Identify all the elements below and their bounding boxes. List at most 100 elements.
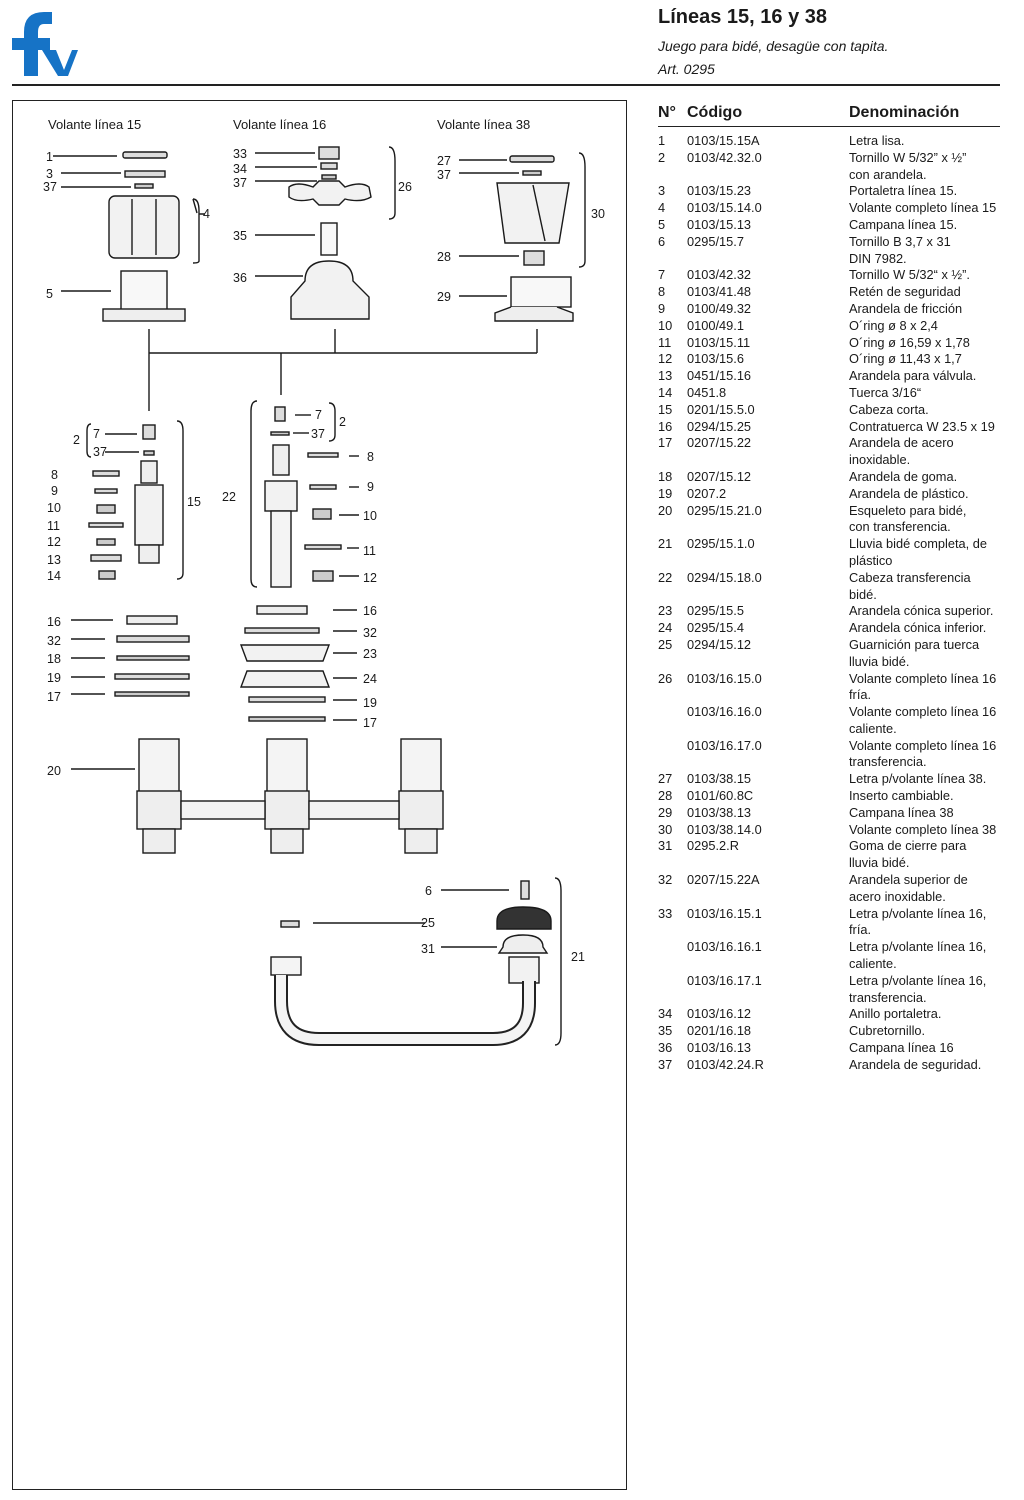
part-number: 6 [658, 233, 666, 249]
part-number: 37 [658, 1056, 673, 1072]
part-description: Volante completo línea 15 [849, 200, 997, 216]
part-description: Letra p/volante línea 16, transferencia. [849, 972, 987, 1005]
svg-text:10: 10 [47, 501, 61, 515]
part-number: 14 [658, 384, 673, 400]
svg-text:32: 32 [47, 634, 61, 648]
svg-text:37: 37 [43, 180, 57, 194]
part-code: 0451.8 [687, 384, 727, 400]
valve-head-15 [86, 420, 184, 580]
svg-text:28: 28 [437, 250, 451, 264]
part-description: Arandela de goma. [849, 468, 958, 484]
part-number: 18 [658, 468, 673, 484]
part-description: Campana línea 15. [849, 216, 958, 232]
part-code: 0103/15.6 [687, 351, 744, 367]
part-code: 0295/15.21.0 [687, 502, 762, 518]
svg-text:37: 37 [93, 445, 107, 459]
part-code: 0207/15.22A [687, 872, 760, 888]
part-number: 21 [658, 536, 673, 552]
part-code: 0103/16.16.0 [687, 704, 762, 720]
svg-text:27: 27 [437, 154, 451, 168]
fv-logo [10, 10, 78, 76]
washers-middle [239, 605, 357, 722]
part-code: 0295/15.1.0 [687, 536, 755, 552]
part-number: 33 [658, 905, 673, 921]
part-number: 17 [658, 435, 673, 451]
svg-text:16: 16 [47, 615, 61, 629]
article-number: Art. 0295 [658, 61, 715, 77]
part-description: Cabeza transferencia bidé. [849, 569, 971, 602]
page-title: Líneas 15, 16 y 38 [658, 6, 828, 28]
part-description: O´ring ø 16,59 x 1,78 [849, 334, 970, 350]
svg-text:31: 31 [421, 942, 435, 956]
part-number: 20 [658, 502, 673, 518]
part-number: 15 [658, 401, 673, 417]
part-description: Campana línea 16 [849, 1040, 954, 1056]
part-code: 0207/15.22 [687, 435, 752, 451]
handle-line-16 [255, 146, 396, 320]
part-code: 0103/15.14.0 [687, 200, 762, 216]
part-description: Inserto cambiable. [849, 788, 954, 804]
part-description: Volante completo línea 38 [849, 821, 997, 837]
part-description: Arandela de fricción [849, 300, 963, 316]
part-description: Volante completo línea 16 fría. [849, 670, 997, 703]
svg-text:2: 2 [73, 433, 80, 447]
svg-text:20: 20 [47, 764, 61, 778]
part-code: 0295/15.5 [687, 603, 744, 619]
svg-text:33: 33 [233, 147, 247, 161]
svg-text:15: 15 [187, 495, 201, 509]
part-description: Cubretornillo. [849, 1023, 926, 1039]
part-code: 0103/15.15A [687, 133, 760, 148]
washers-left [71, 615, 190, 697]
part-number: 35 [658, 1023, 673, 1039]
part-description: Letra p/volante línea 16, fría. [849, 905, 987, 938]
parts-table-header: N° Código Denominación [658, 102, 1000, 127]
svg-text:1: 1 [46, 150, 53, 164]
svg-text:17: 17 [47, 690, 61, 704]
svg-text:3: 3 [46, 167, 53, 181]
svg-text:6: 6 [425, 884, 432, 898]
part-number: 8 [658, 284, 666, 300]
part-code: 0103/42.32 [687, 267, 752, 283]
part-number: 25 [658, 636, 673, 652]
part-description: Arandela cónica inferior. [849, 620, 987, 636]
header-num: N° [658, 104, 676, 121]
part-description: Cabeza corta. [849, 401, 929, 417]
part-code: 0451/15.16 [687, 368, 752, 384]
part-description: Campana línea 38 [849, 804, 954, 820]
part-description: O´ring ø 8 x 2,4 [849, 317, 938, 333]
svg-text:36: 36 [233, 271, 247, 285]
svg-text:7: 7 [315, 408, 322, 422]
part-number: 28 [658, 788, 673, 804]
svg-text:23: 23 [363, 647, 377, 661]
svg-text:37: 37 [437, 168, 451, 182]
part-code: 0295/15.4 [687, 620, 744, 636]
header-divider [12, 84, 1000, 86]
handle-line-38 [459, 152, 586, 322]
part-number: 32 [658, 872, 673, 888]
svg-text:24: 24 [363, 672, 377, 686]
part-number: 3 [658, 183, 666, 199]
svg-text:25: 25 [421, 916, 435, 930]
